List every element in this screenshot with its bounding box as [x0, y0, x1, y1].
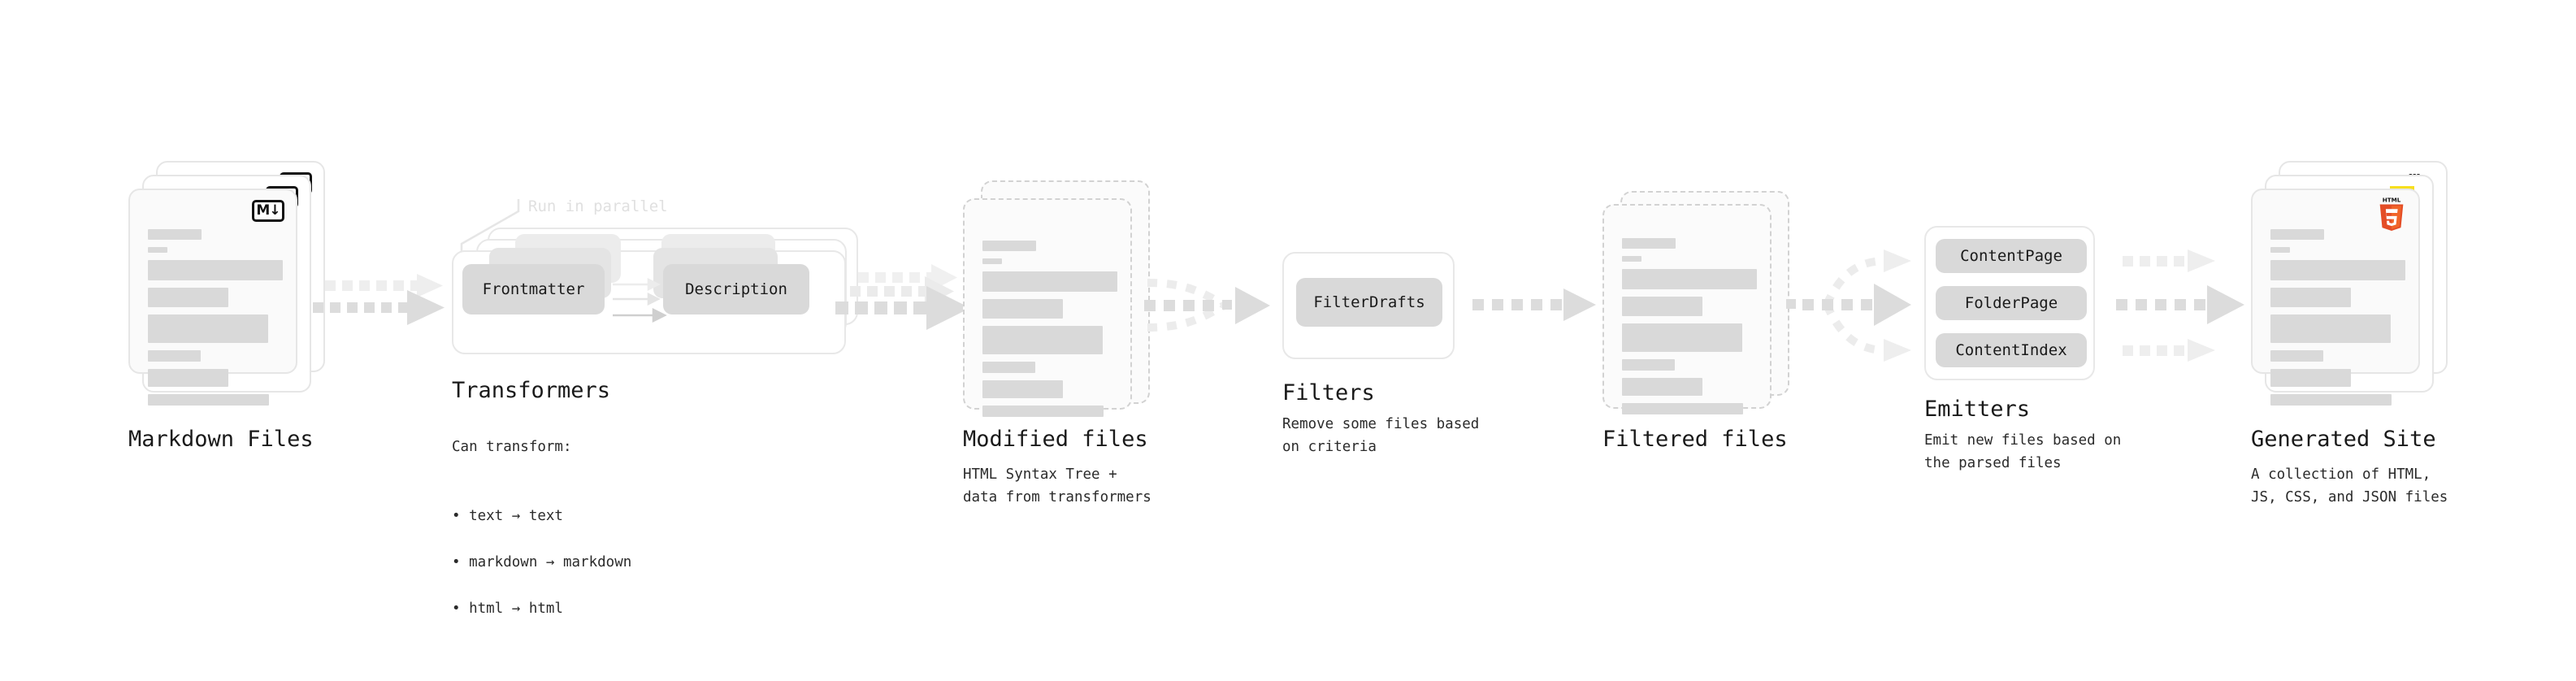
placeholder-line: [1622, 323, 1742, 352]
flow-md-to-transformers: [313, 274, 445, 325]
transformers-caption-item: html → html: [452, 597, 631, 620]
filters-box: FilterDrafts: [1282, 252, 1455, 359]
emitters-caption: Emit new files based on the parsed files: [1924, 432, 2122, 472]
placeholder-line: [982, 326, 1103, 354]
modified-files-caption: HTML Syntax Tree + data from transformer…: [963, 466, 1151, 506]
transformer-box-front: Frontmatter Description: [452, 234, 846, 354]
placeholder-line: [148, 394, 269, 406]
run-in-parallel-label: Run in parallel: [528, 197, 668, 215]
transformers-caption-heading: Can transform:: [452, 439, 572, 456]
placeholder-line: [1622, 378, 1702, 396]
site-placeholder-lines: [2270, 229, 2405, 413]
modified-files-title: Modified files: [963, 427, 1148, 452]
emitters-title: Emitters: [1924, 397, 2031, 422]
emitter-chip-contentindex[interactable]: ContentIndex: [1936, 333, 2087, 367]
html5-badge-wrap: HTML: [2376, 195, 2407, 234]
flow-emitters-to-site: [2116, 249, 2244, 362]
filtered-placeholder-lines: [1622, 238, 1757, 422]
flow-filtered-to-emitters: [1786, 249, 1911, 362]
placeholder-line: [982, 406, 1104, 417]
transformers-title: Transformers: [452, 378, 611, 403]
markdown-badge-front: M↓: [252, 200, 284, 222]
placeholder-line: [148, 288, 228, 307]
placeholder-line: [148, 229, 202, 240]
placeholder-line: [2270, 260, 2405, 280]
placeholder-line: [1622, 256, 1641, 262]
site-card-front: HTML: [2251, 189, 2420, 406]
markdown-placeholder-lines: [148, 229, 283, 413]
placeholder-line: [982, 380, 1063, 398]
placeholder-line: [982, 258, 1002, 264]
flow-transformers-to-modified: [835, 264, 970, 330]
transformer-chip-frontmatter[interactable]: Frontmatter: [462, 264, 605, 314]
emitters-box: ContentPage FolderPage ContentIndex: [1924, 226, 2095, 380]
placeholder-line: [1622, 359, 1675, 371]
placeholder-line: [148, 314, 268, 343]
placeholder-line: [148, 350, 201, 362]
emitter-chip-contentpage[interactable]: ContentPage: [1936, 239, 2087, 273]
filtered-card-front: [1602, 204, 1772, 414]
transformers-caption-list: text → text markdown → markdown html → h…: [452, 482, 631, 643]
markdown-icon: M↓: [252, 200, 284, 222]
placeholder-line: [1622, 403, 1743, 414]
placeholder-line: [2270, 229, 2324, 240]
placeholder-line: [982, 271, 1117, 292]
html5-icon: HTML: [2379, 197, 2404, 231]
placeholder-line: [1622, 269, 1757, 289]
placeholder-line: [2270, 288, 2351, 307]
placeholder-line: [2270, 394, 2392, 406]
generated-site-title: Generated Site: [2251, 427, 2436, 452]
transformers-caption-item: text → text: [452, 505, 631, 527]
transformer-chip-description[interactable]: Description: [663, 264, 809, 314]
emitter-chip-folderpage[interactable]: FolderPage: [1936, 286, 2087, 320]
filters-caption: Remove some files based on criteria: [1282, 416, 1480, 456]
flow-filters-to-filtered: [1472, 288, 1596, 321]
placeholder-line: [148, 369, 228, 387]
svg-text:HTML: HTML: [2383, 197, 2401, 204]
transformers-caption: Can transform: text → text markdown → ma…: [452, 413, 631, 666]
generated-site-caption: A collection of HTML, JS, CSS, and JSON …: [2251, 466, 2448, 506]
placeholder-line: [148, 260, 283, 280]
markdown-files-title: Markdown Files: [128, 427, 314, 452]
transformers-caption-item: markdown → markdown: [452, 551, 631, 574]
placeholder-line: [2270, 247, 2290, 253]
placeholder-line: [1622, 238, 1676, 249]
placeholder-line: [982, 241, 1036, 251]
placeholder-line: [982, 299, 1063, 319]
placeholder-line: [1622, 297, 1702, 316]
filters-title: Filters: [1282, 380, 1375, 406]
modified-placeholder-lines: [982, 241, 1117, 424]
filtered-files-title: Filtered files: [1602, 427, 1788, 452]
placeholder-line: [2270, 314, 2391, 343]
placeholder-line: [2270, 369, 2351, 387]
transformer-inner-arrows: [613, 277, 667, 323]
filter-chip-filterdrafts[interactable]: FilterDrafts: [1296, 278, 1442, 327]
placeholder-line: [148, 247, 167, 253]
modified-card-front: [963, 198, 1132, 417]
placeholder-line: [982, 362, 1035, 373]
flow-modified-to-filters: [1144, 279, 1270, 332]
markdown-card-front: M↓: [128, 189, 297, 406]
placeholder-line: [2270, 350, 2323, 362]
